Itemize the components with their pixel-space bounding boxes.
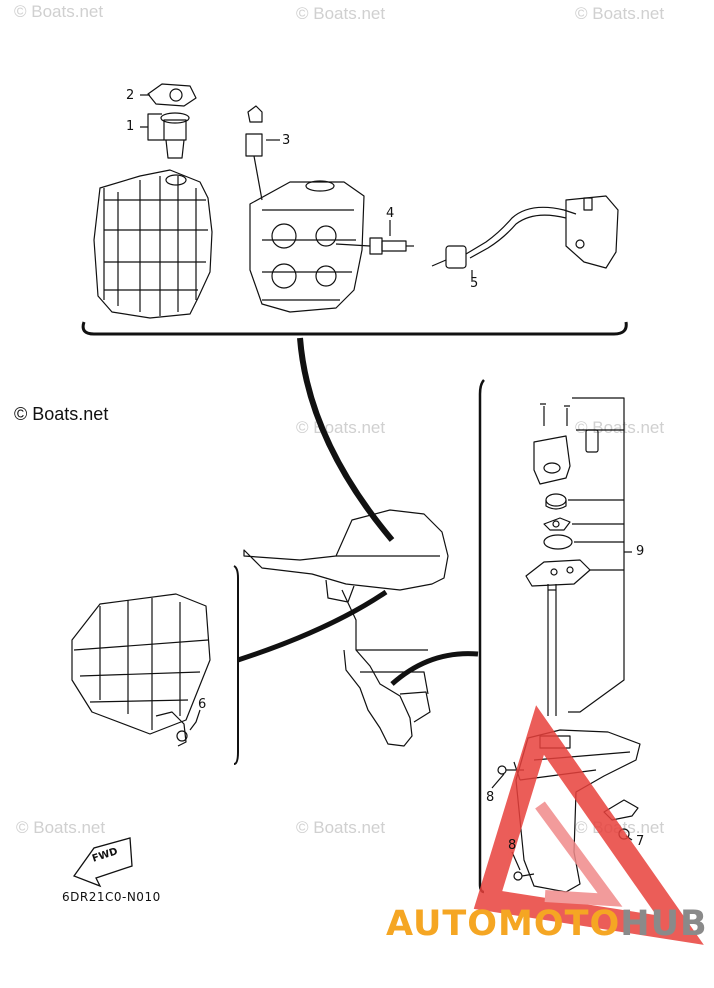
crankcase-block	[93, 83, 213, 319]
brand-part-1: AUTOMOTO	[386, 904, 621, 944]
outboard-motor	[243, 509, 449, 747]
callout-5: 5	[470, 276, 479, 291]
brand-wordmark: AUTOMOTOHUB	[386, 904, 708, 944]
spark-plug	[335, 237, 414, 255]
callout-8: 8	[508, 838, 517, 853]
watermark: © Boats.net	[575, 418, 665, 437]
callout-8: 8	[486, 790, 495, 805]
callout-3: 3	[282, 133, 291, 148]
callout-6: 6	[198, 697, 207, 712]
water-pump-assembly	[525, 397, 632, 716]
watermark: © Boats.net	[575, 4, 665, 23]
brand-part-2: HUB	[620, 904, 708, 944]
callout-2: 2	[126, 88, 135, 103]
leader-left	[237, 589, 388, 663]
callout-1: 1	[126, 119, 135, 134]
lower-casing	[71, 593, 211, 747]
watermark: © Boats.net	[14, 2, 104, 21]
leader-curve	[297, 337, 395, 542]
brand-logo-triangle	[473, 705, 704, 945]
right-bracket	[478, 379, 485, 894]
fuel-line	[431, 195, 619, 269]
watermark: © Boats.net	[16, 818, 106, 837]
leader-right	[390, 651, 479, 686]
diagram-code: 6DR21C0-N010	[62, 890, 161, 904]
callout-4: 4	[386, 206, 395, 221]
callout-9: 9	[636, 544, 645, 559]
callout-7: 7	[636, 834, 645, 849]
fwd-arrow	[72, 837, 133, 888]
left-bracket	[233, 565, 239, 765]
copyright-notice: © Boats.net	[14, 404, 109, 424]
watermark: © Boats.net	[296, 4, 386, 23]
watermark: © Boats.net	[296, 818, 386, 837]
top-bracket	[81, 321, 628, 336]
cylinder-head	[245, 105, 365, 313]
